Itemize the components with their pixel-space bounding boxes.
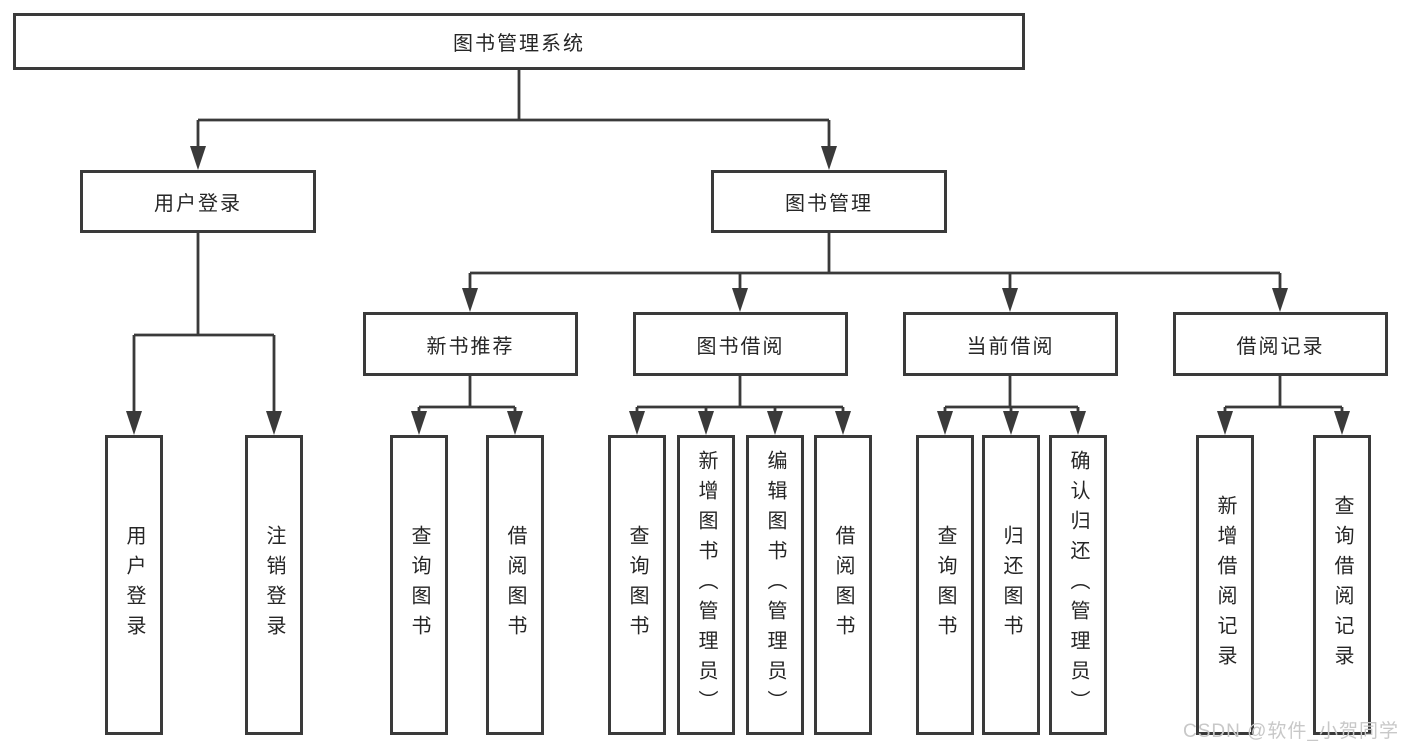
leaf-query-books-current: 查询图书: [916, 435, 974, 735]
leaf-query-borrow-record: 查询借阅记录: [1313, 435, 1371, 735]
leaf-borrow-books-label: 借阅图书: [832, 525, 854, 645]
leaf-return-books: 归还图书: [982, 435, 1040, 735]
leaf-confirm-return-admin-label: 确认归还（管理员）: [1067, 450, 1089, 720]
leaf-user-login-label: 用户登录: [123, 525, 145, 645]
leaf-borrow-books-recommend: 借阅图书: [486, 435, 544, 735]
leaf-borrow-books: 借阅图书: [814, 435, 872, 735]
leaf-query-books-current-label: 查询图书: [934, 525, 956, 645]
leaf-add-book-admin: 新增图书（管理员）: [677, 435, 735, 735]
leaf-confirm-return-admin: 确认归还（管理员）: [1049, 435, 1107, 735]
leaf-add-borrow-record-label: 新增借阅记录: [1214, 495, 1236, 675]
leaf-borrow-books-recommend-label: 借阅图书: [504, 525, 526, 645]
node-current-borrowing: 当前借阅: [903, 312, 1118, 376]
csdn-watermark: CSDN @软件_小贺同学: [1183, 721, 1399, 742]
leaf-query-books-borrowing: 查询图书: [608, 435, 666, 735]
node-book-borrowing: 图书借阅: [633, 312, 848, 376]
leaf-add-borrow-record: 新增借阅记录: [1196, 435, 1254, 735]
leaf-logout-label: 注销登录: [263, 525, 285, 645]
node-borrowing-records: 借阅记录: [1173, 312, 1388, 376]
node-root: 图书管理系统: [13, 13, 1025, 70]
leaf-edit-book-admin: 编辑图书（管理员）: [746, 435, 804, 735]
leaf-return-books-label: 归还图书: [1000, 525, 1022, 645]
leaf-query-borrow-record-label: 查询借阅记录: [1331, 495, 1353, 675]
node-new-book-recommend: 新书推荐: [363, 312, 578, 376]
leaf-user-login: 用户登录: [105, 435, 163, 735]
leaf-query-books-recommend: 查询图书: [390, 435, 448, 735]
node-user-login: 用户登录: [80, 170, 316, 233]
leaf-add-book-admin-label: 新增图书（管理员）: [695, 450, 717, 720]
leaf-logout: 注销登录: [245, 435, 303, 735]
leaf-edit-book-admin-label: 编辑图书（管理员）: [764, 450, 786, 720]
leaf-query-books-recommend-label: 查询图书: [408, 525, 430, 645]
node-book-management: 图书管理: [711, 170, 947, 233]
leaf-query-books-borrowing-label: 查询图书: [626, 525, 648, 645]
